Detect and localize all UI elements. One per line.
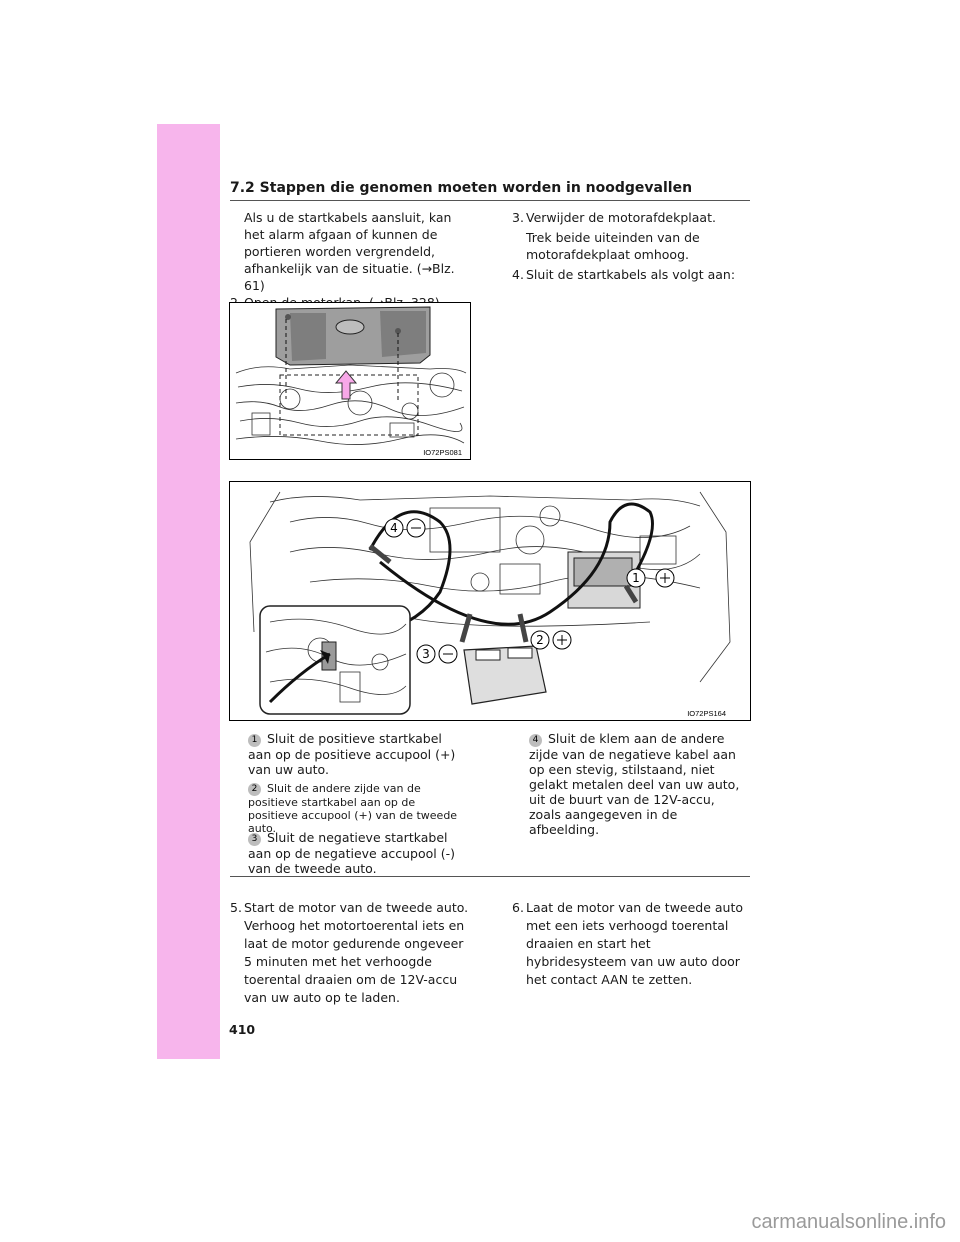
step-3: 3. Verwijder de motorafdekplaat. (512, 209, 752, 226)
watermark: carmanualsonline.info (751, 1211, 946, 1233)
step-6: 6. Laat de motor van de tweede auto met … (512, 899, 752, 989)
step-6-text: Laat de motor van de tweede auto met een… (526, 900, 744, 987)
jumper-cable-illustration: 1 2 3 4 (249, 491, 731, 715)
step-badge: 1 (248, 734, 261, 747)
chapter-sidebar-tab (157, 124, 220, 1059)
callout-2: 2 (536, 633, 544, 647)
jumper-cable-figure: 1 2 3 4 IO72PS164 (229, 481, 751, 721)
step-5: 5. Start de motor van de tweede auto. Ve… (230, 899, 470, 1007)
section-header: 7.2 Stappen die genomen moeten worden in… (230, 180, 750, 201)
connection-step-3-text: Sluit de negatieve startkabel aan op de … (248, 830, 455, 876)
callout-4: 4 (390, 521, 398, 535)
step-badge: 4 (529, 734, 542, 747)
intro-paragraph: Als u de startkabels aansluit, kan het a… (244, 210, 455, 293)
step-6-number: 6. (512, 900, 524, 915)
engine-cover-figure: IO72PS081 (229, 302, 471, 460)
figure-2-id: IO72PS164 (687, 709, 726, 718)
step-badge: 3 (248, 833, 261, 846)
step-4-text: Sluit de startkabels als volgt aan: (526, 267, 736, 282)
engine-cover-illustration (235, 306, 467, 445)
step-3-text: Verwijder de motorafdekplaat. (526, 210, 716, 225)
page-number: 410 (229, 1022, 256, 1037)
connection-step-2-text: Sluit de andere zijde van de positieve s… (248, 782, 458, 835)
step-5-number: 5. (230, 900, 242, 915)
step-badge: 2 (248, 783, 261, 796)
step-4: 4. Sluit de startkabels als volgt aan: (512, 266, 752, 283)
left-column: Als u de startkabels aansluit, kan het a… (230, 209, 470, 311)
step-5-text: Start de motor van de tweede auto. Verho… (244, 900, 469, 1005)
section-divider (230, 876, 750, 878)
callout-3: 3 (422, 647, 430, 661)
step-4-number: 4. (512, 267, 524, 282)
step-3-number: 3. (512, 210, 524, 225)
right-column: 3. Verwijder de motorafdekplaat. Trek be… (512, 209, 752, 283)
callout-1: 1 (632, 571, 640, 585)
step-3-detail: Trek beide uiteinden van de motorafdekpl… (526, 230, 700, 262)
connection-step-4-text: Sluit de klem aan de andere zijde van de… (529, 731, 740, 837)
figure-1-id: IO72PS081 (423, 448, 462, 457)
connection-step-1-text: Sluit de positieve startkabel aan op de … (248, 731, 456, 777)
